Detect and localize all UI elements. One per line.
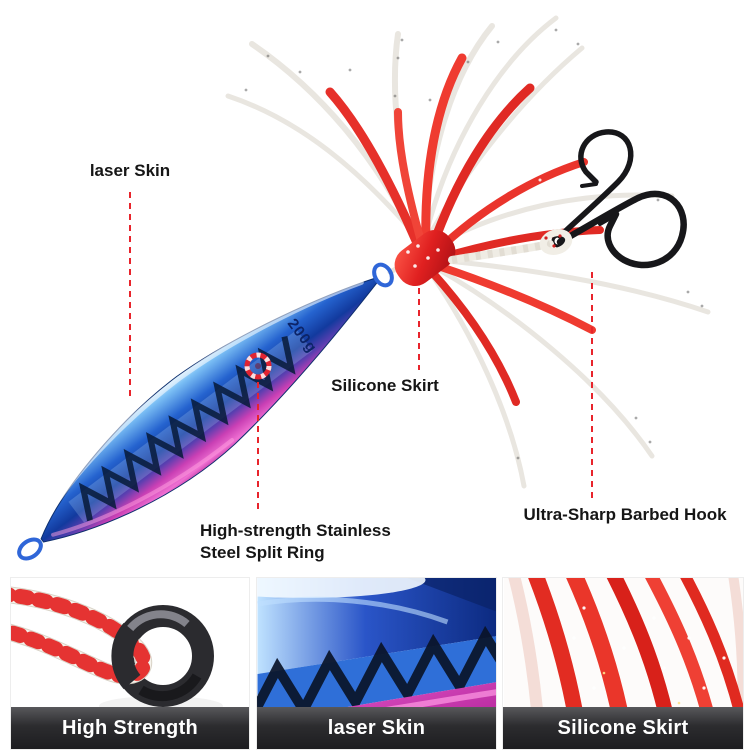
- annotation-split-ring-line1: High-strength Stainless: [200, 521, 391, 540]
- barbed-hooks: [551, 129, 687, 269]
- annotation-silicone-skirt: Silicone Skirt: [331, 376, 439, 395]
- assist-cord-knot: [448, 229, 573, 264]
- main-scene: 200g: [17, 15, 711, 561]
- annotation-laser-skin: laser Skin: [89, 161, 171, 180]
- panel-silicone-skirt: Silicone Skirt: [502, 577, 744, 750]
- skirt-glitter: [350, 98, 542, 362]
- panel-high-strength: High Strength: [10, 577, 250, 750]
- leader-lines: [129, 192, 593, 514]
- panel-caption-text: laser Skin: [327, 716, 426, 739]
- panel-caption-laser-skin: laser Skin: [257, 707, 496, 749]
- annotation-barbed-hook: Ultra-Sharp Barbed Hook: [523, 505, 727, 524]
- panel-laser-skin: laser Skin: [256, 577, 497, 750]
- panel-caption-text: High Strength: [61, 716, 199, 739]
- skirt-red-strands: [325, 53, 604, 406]
- sleeve-speckles: [406, 244, 440, 268]
- panel-caption-text: Silicone Skirt: [557, 716, 689, 739]
- skirt-sleeve: [394, 229, 456, 287]
- split-ring: [244, 352, 272, 380]
- annotation-split-ring-line2: Steel Split Ring: [200, 543, 325, 562]
- tail-eyelet: [372, 262, 394, 288]
- nose-ring: [17, 537, 43, 561]
- annotation-split-ring: High-strength Stainless Steel Split Ring: [200, 520, 391, 564]
- panel-caption-high-strength: High Strength: [11, 707, 249, 749]
- panel-caption-silicone-skirt: Silicone Skirt: [503, 707, 743, 749]
